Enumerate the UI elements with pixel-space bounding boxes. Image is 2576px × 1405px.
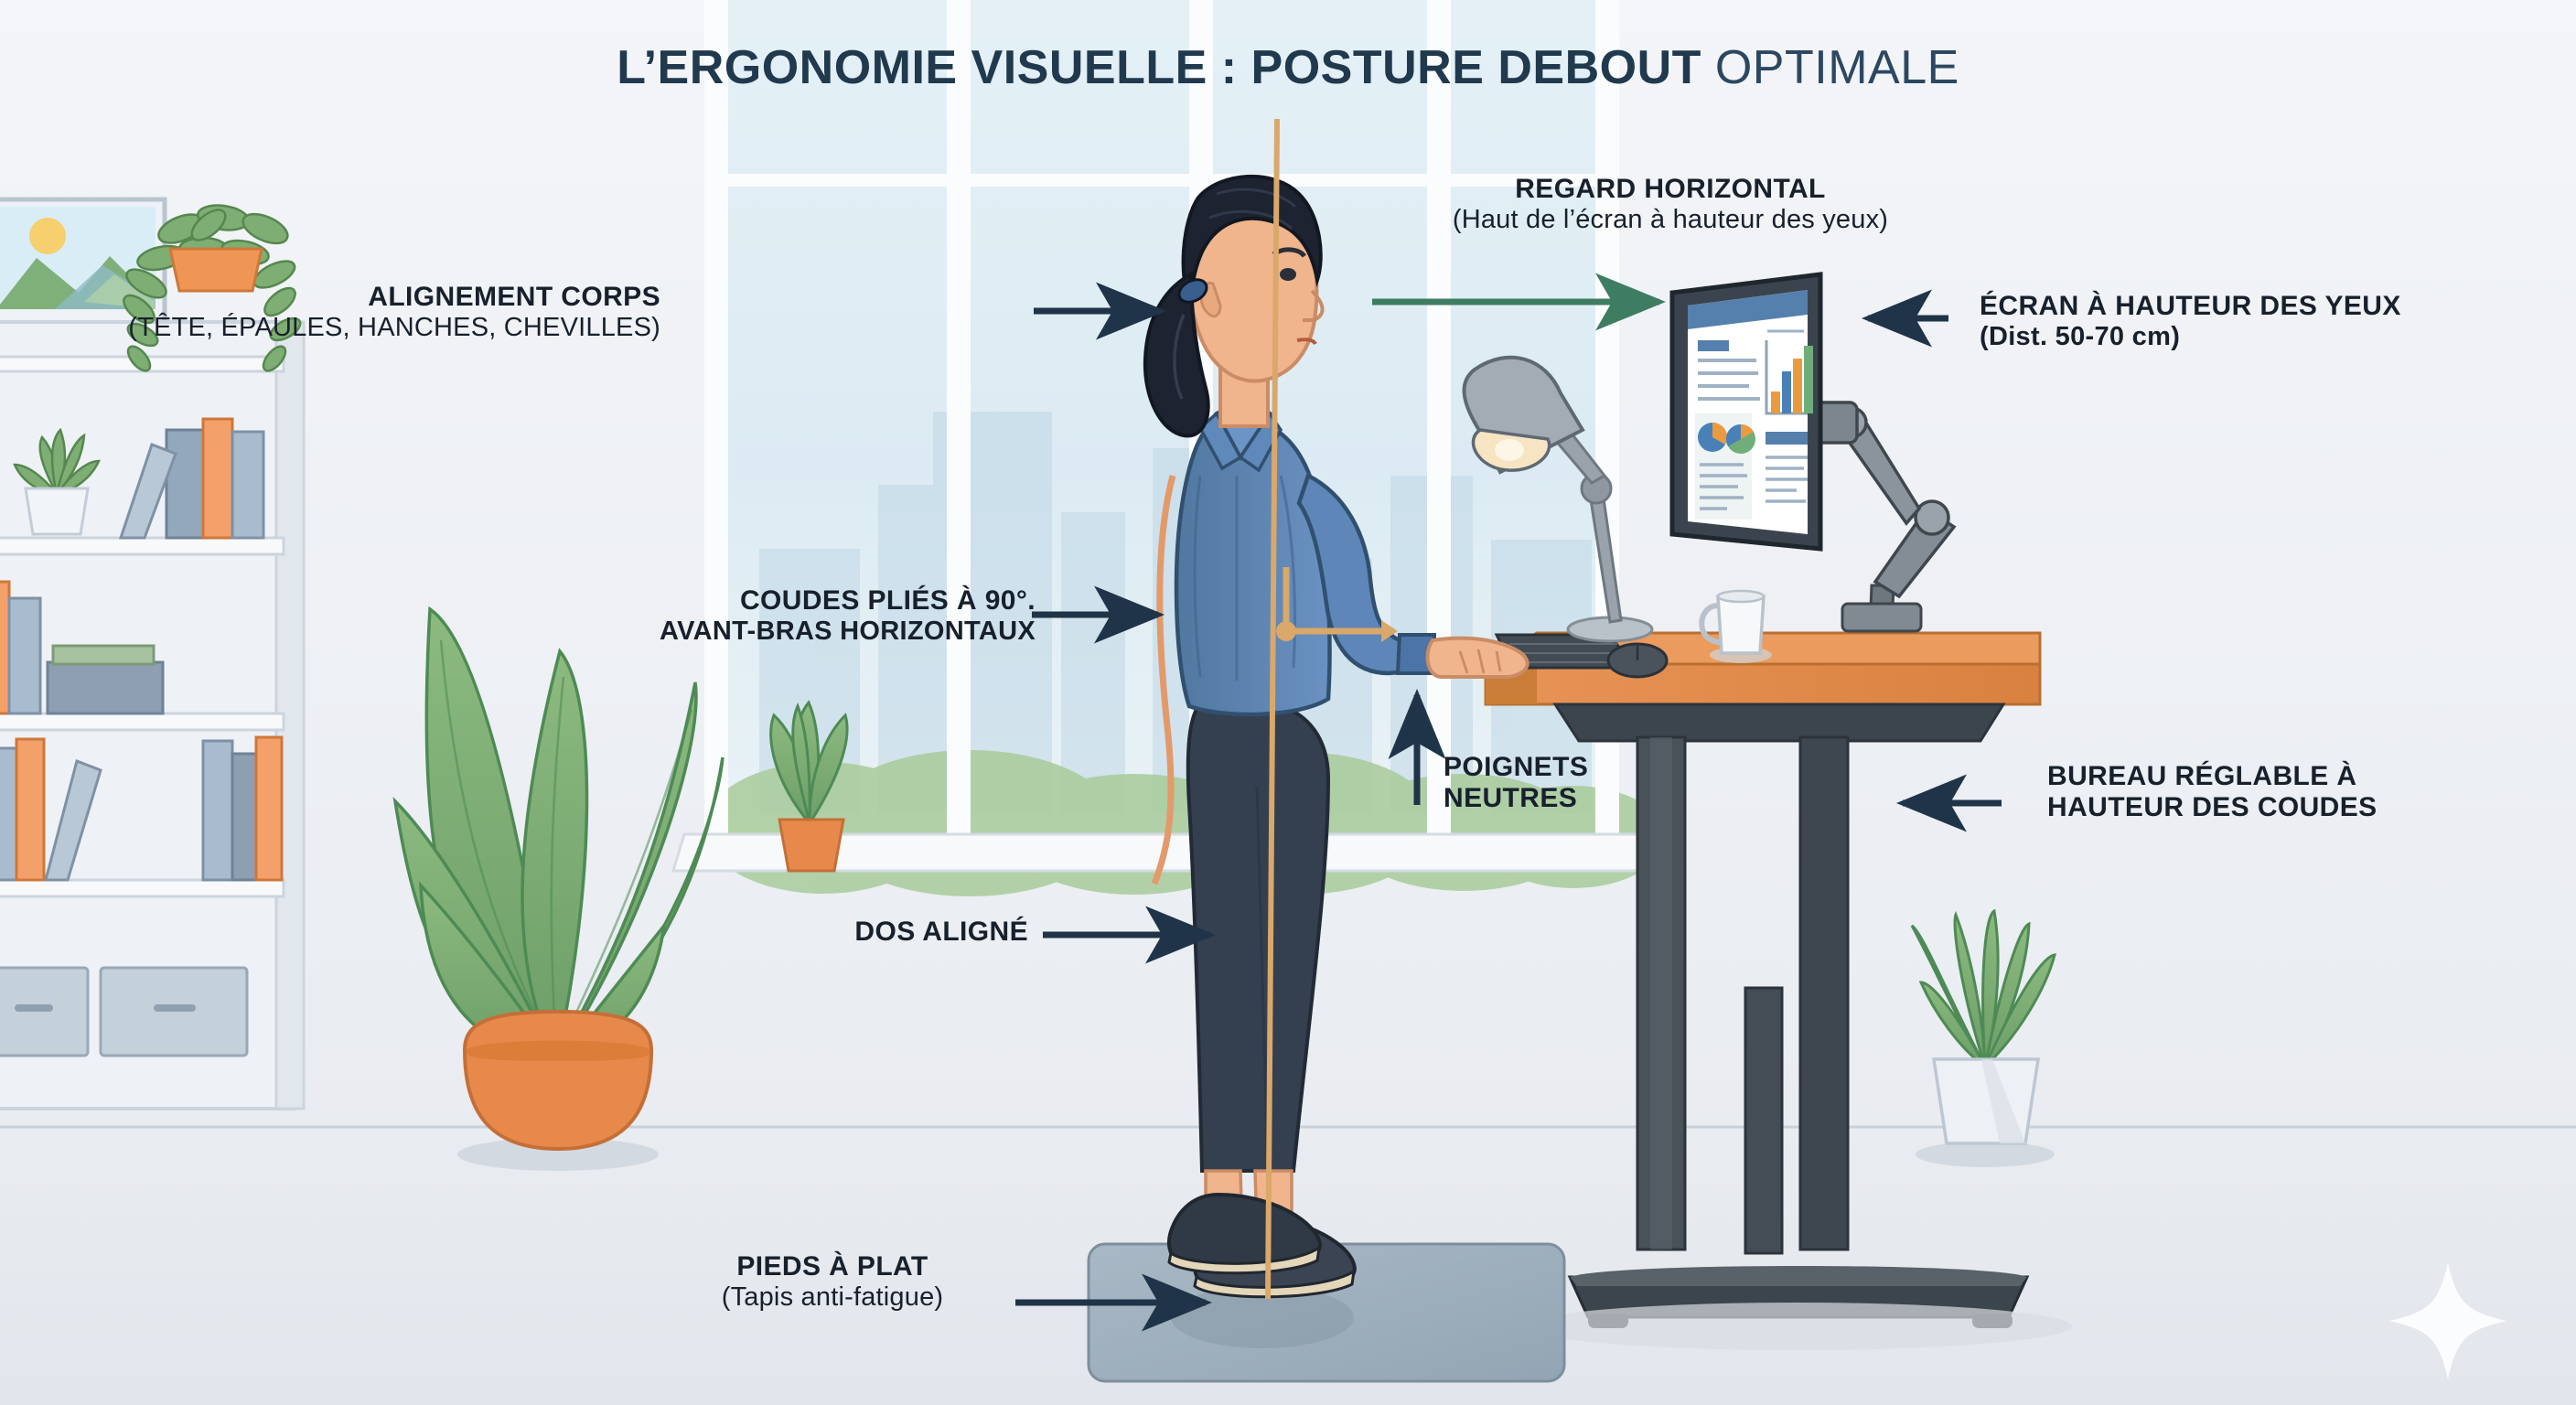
coffee-mug [1699,589,1772,663]
screen-dashboard [1688,290,1813,520]
label-bureau-reglable-line1: BUREAU RÉGLABLE À [2047,761,2357,791]
standing-desk [1480,631,2072,1350]
mouse [1606,642,1669,679]
label-ecran-hauteur-yeux-line1: ÉCRAN À HAUTEUR DES YEUX [1980,291,2401,321]
sparkle-icon [2389,1262,2506,1379]
succulent-plant [13,427,101,536]
floor-plant-right [1910,908,2057,1167]
label-poignets-neutres-line1: POIGNETS [1444,752,1589,782]
title-bold-part: L’ERGONOMIE VISUELLE : POSTURE DEBOUT [617,41,1701,94]
label-pieds-a-plat: PIEDS À PLAT (Tapis anti-fatigue) [659,1251,1006,1312]
books-row-1 [118,417,265,540]
label-dos-aligne: DOS ALIGNÉ [854,917,1028,948]
label-regard-horizontal-line1: REGARD HORIZONTAL [1515,174,1826,204]
label-alignement-corps-line1: ALIGNEMENT CORPS [368,282,660,312]
label-regard-horizontal-line2: (Haut de l’écran à hauteur des yeux) [1452,204,1889,234]
label-pieds-a-plat-line2: (Tapis anti-fatigue) [721,1282,944,1312]
label-pieds-a-plat-line1: PIEDS À PLAT [736,1251,928,1282]
screen-bar-chart [1765,340,1813,415]
plumb-alignment-line [1265,118,1280,1300]
label-bureau-reglable-line2: HAUTEUR DES COUDES [2047,791,2377,822]
person-standing [1143,175,1530,1299]
screen-pie-charts [1698,422,1755,454]
books-row-3 [0,735,284,882]
label-coudes-plies: COUDES PLIÉS À 90°. AVANT-BRAS HORIZONTA… [660,585,1036,646]
storage-boxes [0,966,249,1057]
label-coudes-plies-line1: COUDES PLIÉS À 90°. [739,585,1036,616]
desk-lamp [1462,355,1654,643]
page-title: L’ERGONOMIE VISUELLE : POSTURE DEBOUT OP… [0,40,2576,95]
sill-plant [769,700,849,873]
monitor [1669,272,1823,552]
elbow-angle-indicator [1276,567,1398,642]
label-alignement-corps-line2: (TÊTE, ÉPAULES, HANCHES, CHEVILLES) [128,312,660,342]
spine-curve-line [1151,475,1176,885]
label-poignets-neutres: POIGNETS NEUTRES [1444,752,1588,813]
books-row-2 [0,580,165,715]
label-ecran-hauteur-yeux-line2: (Dist. 50-70 cm) [1980,321,2181,351]
title-light-part: OPTIMALE [1714,41,1959,94]
label-ecran-hauteur-yeux: ÉCRAN À HAUTEUR DES YEUX (Dist. 50-70 cm… [1980,291,2401,351]
label-bureau-reglable: BUREAU RÉGLABLE À HAUTEUR DES COUDES [2047,761,2377,822]
label-regard-horizontal: REGARD HORIZONTAL (Haut de l’écran à hau… [1378,174,1963,234]
floor-plant-left [392,606,724,1171]
label-alignement-corps: ALIGNEMENT CORPS (TÊTE, ÉPAULES, HANCHES… [128,282,660,342]
label-poignets-neutres-line2: NEUTRES [1444,782,1578,813]
trailing-plant [123,204,302,372]
bookshelf [0,197,306,1110]
label-dos-aligne-line1: DOS ALIGNÉ [854,917,1028,947]
label-coudes-plies-line2: AVANT-BRAS HORIZONTAUX [660,616,1036,646]
